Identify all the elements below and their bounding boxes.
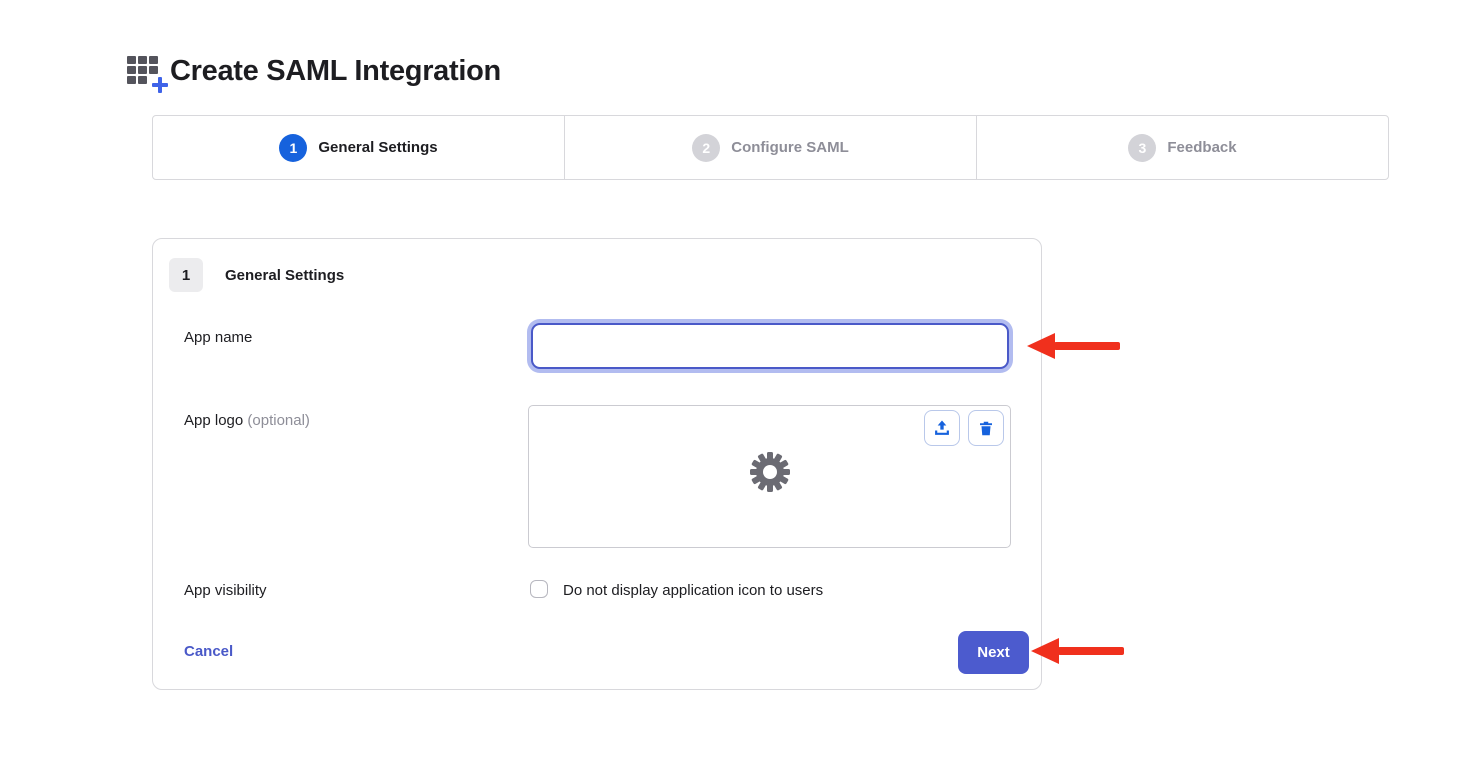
arrow-head-icon bbox=[1027, 333, 1055, 359]
annotation-arrow-app-name bbox=[1027, 333, 1120, 359]
app-logo-optional-text: (optional) bbox=[247, 412, 310, 429]
wizard-stepper: 1 General Settings 2 Configure SAML 3 Fe… bbox=[152, 115, 1389, 180]
gear-icon bbox=[746, 448, 794, 496]
delete-logo-button[interactable] bbox=[968, 410, 1004, 446]
arrow-tail bbox=[1054, 342, 1120, 350]
logo-actions bbox=[924, 410, 1004, 446]
upload-logo-button[interactable] bbox=[924, 410, 960, 446]
app-logo-label-text: App logo bbox=[184, 412, 244, 429]
trash-icon bbox=[980, 421, 992, 435]
app-logo-dropzone[interactable] bbox=[528, 405, 1011, 548]
app-logo-label: App logo (optional) bbox=[184, 412, 310, 429]
cancel-link[interactable]: Cancel bbox=[184, 643, 234, 660]
app-visibility-checkbox[interactable] bbox=[530, 580, 548, 598]
arrow-tail bbox=[1058, 647, 1124, 655]
page-title: Create SAML Integration bbox=[170, 54, 501, 87]
upload-icon bbox=[935, 420, 949, 435]
arrow-head-icon bbox=[1031, 638, 1059, 664]
step-label: General Settings bbox=[318, 139, 438, 156]
app-name-label: App name bbox=[184, 329, 253, 346]
step-label: Feedback bbox=[1167, 139, 1237, 156]
card-header: 1 General Settings bbox=[169, 258, 344, 292]
page-header: Create SAML Integration bbox=[127, 48, 501, 94]
general-settings-card: 1 General Settings App name App logo (op… bbox=[152, 238, 1042, 690]
step-label: Configure SAML bbox=[731, 139, 849, 156]
app-visibility-checkbox-label[interactable]: Do not display application icon to users bbox=[563, 582, 824, 599]
step-general-settings[interactable]: 1 General Settings bbox=[153, 116, 564, 179]
step-number-badge: 1 bbox=[279, 133, 308, 162]
add-application-grid-icon bbox=[127, 52, 168, 94]
section-title: General Settings bbox=[225, 266, 345, 284]
app-visibility-label: App visibility bbox=[184, 582, 267, 599]
plus-icon bbox=[152, 77, 168, 93]
section-number-badge: 1 bbox=[169, 258, 203, 292]
step-feedback[interactable]: 3 Feedback bbox=[976, 116, 1388, 179]
step-configure-saml[interactable]: 2 Configure SAML bbox=[564, 116, 976, 179]
app-name-input[interactable] bbox=[531, 323, 1009, 369]
step-number-badge: 3 bbox=[1128, 133, 1157, 162]
annotation-arrow-next bbox=[1031, 638, 1124, 664]
next-button[interactable]: Next bbox=[958, 631, 1029, 674]
step-number-badge: 2 bbox=[692, 133, 721, 162]
